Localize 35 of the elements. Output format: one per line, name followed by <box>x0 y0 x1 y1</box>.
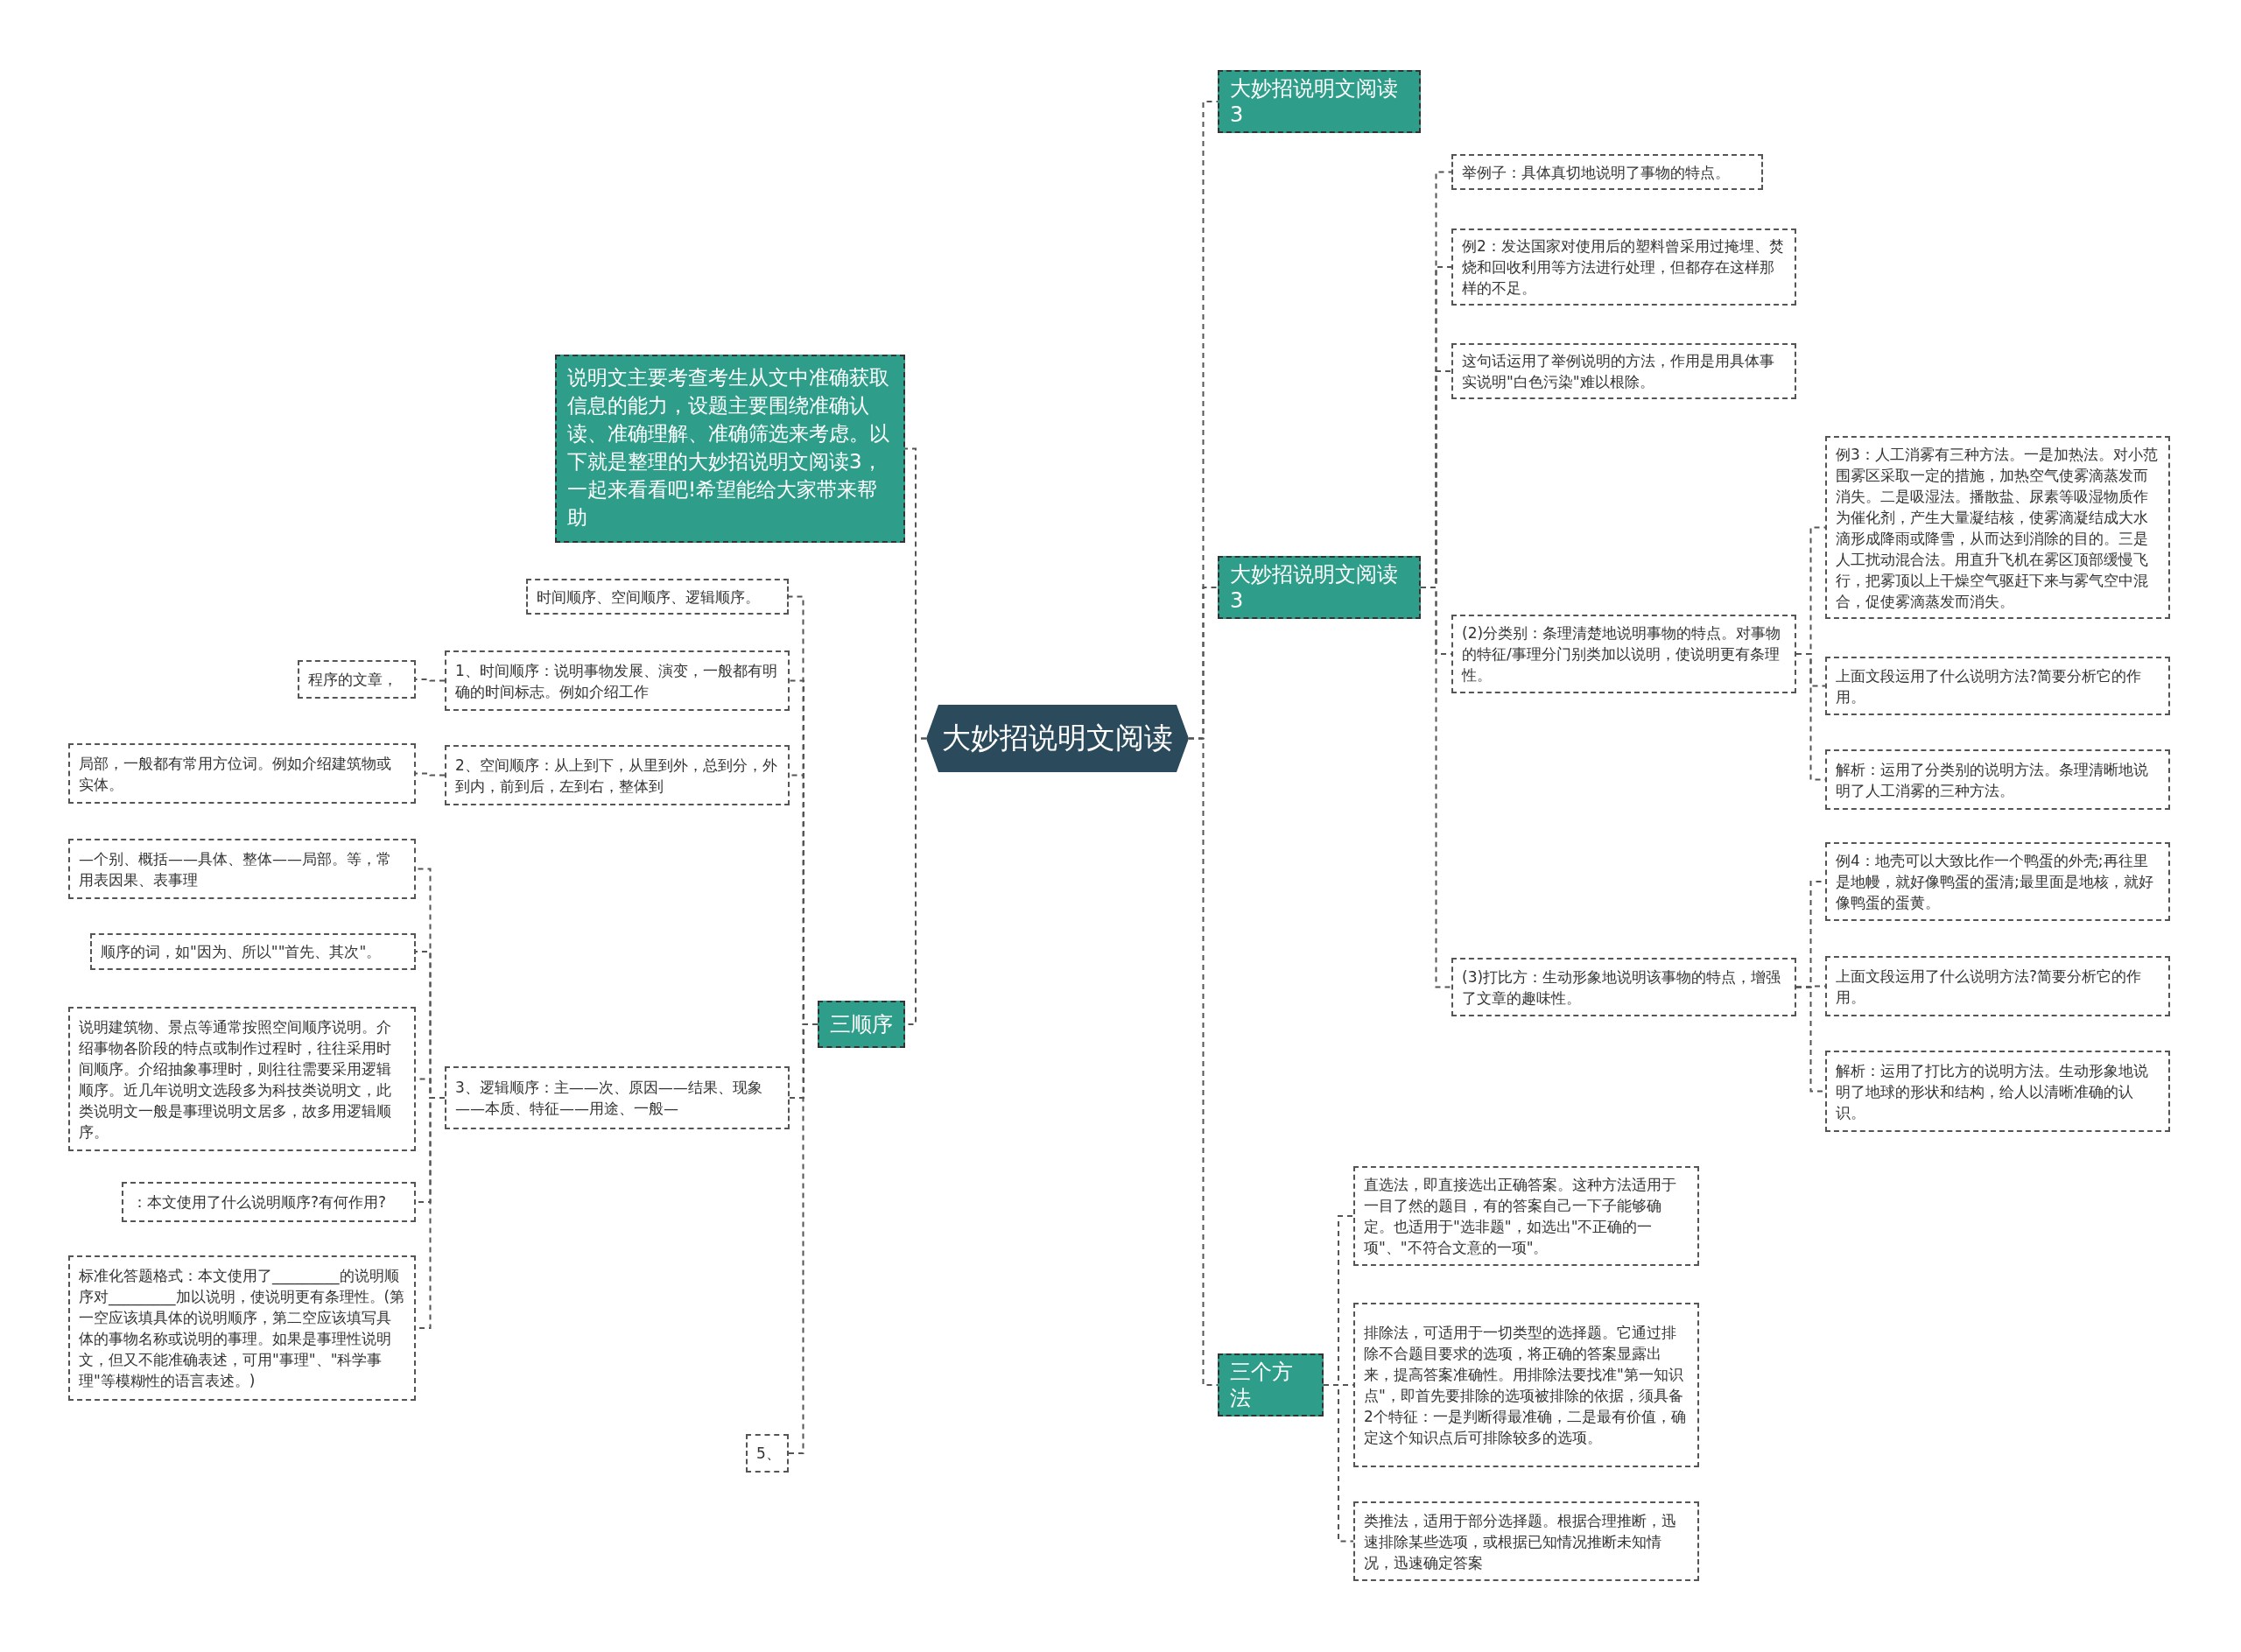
note-box: 标准化答题格式：本文使用了_________的说明顺序对_________加以说明，使说明更有条理性。(第一空应该填具体的说明顺序，第二空应该填写具体的事物名称或说明的事理。如果是事理性说明文，但又不能准确表述，可用"事理"、"科学事理"等模糊性的语言表述。) <box>68 1255 416 1401</box>
intro-box: 说明文主要考查考生从文中准确获取信息的能力，设题主要围绕准确认读、准确理解、准确筛选来考虑。以下就是整理的大妙招说明文阅读3，一起来看看吧!希望能给大家带来帮助 <box>555 355 905 543</box>
topic-box: 三顺序 <box>818 1001 905 1048</box>
note-box: 1、时间顺序：说明事物发展、演变，一般都有明确的时间标志。例如介绍工作 <box>445 650 790 711</box>
note-box: 时间顺序、空间顺序、逻辑顺序。 <box>526 579 789 615</box>
topic-box: 三个方法 <box>1218 1353 1324 1417</box>
note-box: 解析：运用了分类别的说明方法。条理清晰地说明了人工消雾的三种方法。 <box>1825 749 2170 810</box>
note-box: 解析：运用了打比方的说明方法。生动形象地说明了地球的形状和结构，给人以清晰准确的认识。 <box>1825 1051 2170 1132</box>
note-box: 类推法，适用于部分选择题。根据合理推断，迅速排除某些选项，或根据已知情况推断未知情况，迅速确定答案 <box>1353 1501 1699 1581</box>
note-box: 5、 <box>746 1434 789 1473</box>
note-box: 直选法，即直接选出正确答案。这种方法适用于一目了然的题目，有的答案自己一下子能够确定。也适用于"选非题"，如选出"不正确的一项"、"不符合文意的一项"。 <box>1353 1166 1699 1266</box>
topic-box: 大妙招说明文阅读3 <box>1218 556 1421 619</box>
note-box: 这句话运用了举例说明的方法，作用是用具体事实说明"白色污染"难以根除。 <box>1451 343 1796 399</box>
connector-line <box>1323 1384 1354 1543</box>
note-box: (2)分类别：条理清楚地说明事物的特点。对事物的特征/事理分门别类加以说明，使说明更有条理性。 <box>1451 615 1796 693</box>
topic-box: 大妙招说明文阅读3 <box>1218 70 1421 133</box>
note-box: 顺序的词，如"因为、所以""首先、其次"。 <box>90 933 416 970</box>
note-box: 举例子：具体真切地说明了事物的特点。 <box>1451 154 1763 190</box>
note-box: 说明建筑物、景点等通常按照空间顺序说明。介绍事物各阶段的特点或制作过程时，往往采用时间顺序。介绍抽象事理时，则往往需要采用逻辑顺序。近几年说明文选段多为科技类说明文，此类说明文一般是事理说明文居多，故多用逻辑顺序。 <box>68 1007 416 1151</box>
note-box: 排除法，可适用于一切类型的选择题。它通过排除不合题目要求的选项，将正确的答案显露出来，提高答案准确性。用排除法要找准"第一知识点"，即首先要排除的选项被排除的依据，须具备2个特征：一是判断得最准确，二是最有价值，确定这个知识点后可排除较多的选项。 <box>1353 1303 1699 1467</box>
note-box: 上面文段运用了什么说明方法?简要分析它的作用。 <box>1825 657 2170 715</box>
connector-line <box>415 772 446 777</box>
connector-line <box>1188 737 1219 1386</box>
note-box: 局部，一般都有常用方位词。例如介绍建筑物或实体。 <box>68 743 416 804</box>
note-box: 上面文段运用了什么说明方法?简要分析它的作用。 <box>1825 956 2170 1016</box>
note-box: 3、逻辑顺序：主——次、原因——结果、现象——本质、特征——用途、一般— <box>445 1066 790 1129</box>
note-box: 例3：人工消雾有三种方法。一是加热法。对小范围雾区采取一定的措施，加热空气使雾滴蒸发而消失。二是吸湿法。播散盐、尿素等吸湿物质作为催化剂，产生大量凝结核，使雾滴凝结成大水滴形成降雨或降雪，从而达到消除的目的。三是人工扰动混合法。用直升飞机在雾区顶部缓慢飞行，把雾顶以上干燥空气驱赶下来与雾气空中混合，促使雾滴蒸发而消失。 <box>1825 436 2170 619</box>
central-topic: 大妙招说明文阅读 <box>926 705 1189 772</box>
note-box: (3)打比方：生动形象地说明该事物的特点，增强了文章的趣味性。 <box>1451 958 1796 1016</box>
note-box: 例2：发达国家对使用后的塑料曾采用过掩埋、焚烧和回收利用等方法进行处理，但都存在这样那样的不足。 <box>1451 228 1796 306</box>
note-box: 例4：地壳可以大致比作一个鸭蛋的外壳;再往里是地幔，就好像鸭蛋的蛋清;最里面是地核，就好像鸭蛋的蛋黄。 <box>1825 842 2170 921</box>
note-box: ：本文使用了什么说明顺序?有何作用? <box>122 1182 416 1222</box>
note-box: 2、空间顺序：从上到下，从里到外，总到分，外到内，前到后，左到右，整体到 <box>445 745 790 805</box>
note-box: 程序的文章， <box>298 660 416 699</box>
note-box: —个别、概括——具体、整体——局部。等，常用表因果、表事理 <box>68 839 416 899</box>
